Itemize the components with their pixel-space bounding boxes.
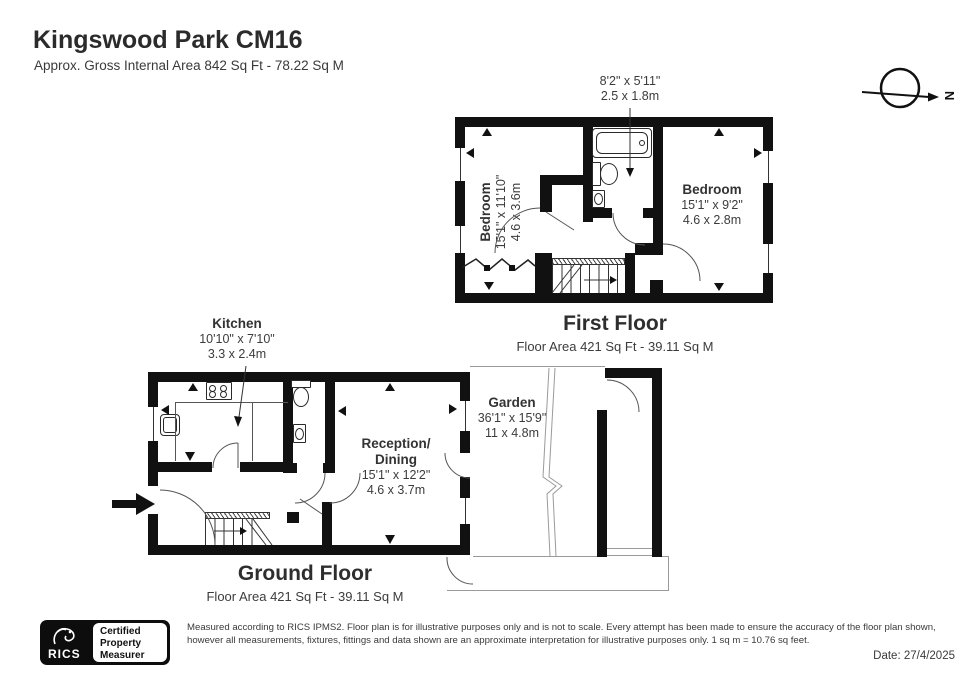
window — [763, 243, 773, 274]
wall-segment — [583, 208, 612, 218]
room-dims-imperial: 15'1" x 11'10" — [494, 174, 508, 250]
first-floor-area: Floor Area 421 Sq Ft - 39.11 Sq M — [516, 339, 714, 354]
room-dims-metric: 4.6 x 3.6m — [509, 182, 523, 242]
rics-wordmark: RICS — [48, 647, 81, 661]
outbuilding-wall — [597, 410, 607, 557]
room-name: Bedroom — [478, 182, 493, 242]
room-name: Bedroom — [682, 182, 742, 197]
room-dims-imperial: 8'2" x 5'11" — [599, 74, 661, 88]
rics-badge: RICS Certified Property Measurer — [40, 620, 170, 665]
first-floor-outline — [455, 117, 773, 303]
outbuilding-wall — [652, 368, 662, 557]
room-dims-metric: 3.3 x 2.4m — [207, 347, 267, 361]
entry-door-opening — [148, 486, 158, 514]
window — [455, 225, 465, 254]
compass-icon: N — [861, 67, 957, 109]
room-dims-metric: 11 x 4.8m — [485, 426, 539, 440]
outbuilding-wall — [605, 368, 662, 378]
room-dims-metric: 4.6 x 2.8m — [682, 213, 742, 227]
bathroom-callout-label: 8'2" x 5'11" 2.5 x 1.8m — [560, 74, 700, 104]
wall-segment — [535, 253, 552, 293]
door-arc — [606, 379, 640, 413]
window — [763, 150, 773, 184]
ground-floor-title: Ground Floor — [237, 562, 373, 585]
room-name: Garden — [488, 395, 536, 410]
wall-segment — [240, 462, 293, 472]
wall-segment — [283, 382, 293, 463]
door-arc — [446, 556, 474, 585]
kitchen-sink — [160, 414, 180, 436]
stairs — [205, 519, 255, 545]
wall-segment — [643, 208, 653, 218]
garden-boundary — [447, 590, 668, 591]
window — [460, 497, 470, 525]
counter-line — [175, 402, 176, 461]
window — [460, 400, 470, 432]
hob-burner — [220, 391, 227, 398]
wall-segment — [158, 462, 212, 472]
basin-bowl — [594, 193, 603, 205]
garden-boundary — [668, 556, 669, 591]
room-dims-metric: 4.6 x 3.7m — [366, 483, 426, 497]
counter-line — [252, 402, 253, 461]
window — [455, 147, 465, 182]
window — [148, 406, 158, 442]
wall-segment — [322, 502, 332, 555]
room-label-kitchen: Kitchen 10'10" x 7'10" 3.3 x 2.4m — [167, 316, 307, 362]
wall-segment — [653, 127, 663, 243]
garden-boundary — [662, 556, 668, 557]
toilet-bowl — [600, 163, 618, 185]
outbuilding-opening-line — [607, 548, 652, 549]
basin-bowl — [295, 428, 304, 440]
disclaimer-line: however all measurements, fixtures, fitt… — [187, 634, 810, 646]
wall-segment — [325, 382, 335, 463]
badge-line: Measurer — [100, 650, 145, 661]
room-label-bedroom-right: Bedroom 15'1" x 9'2" 4.6 x 2.8m — [642, 182, 782, 228]
wall-segment — [540, 185, 552, 212]
toilet-bowl — [293, 387, 309, 407]
rics-badge-panel: Certified Property Measurer — [93, 623, 167, 662]
room-label-bedroom-left: Bedroom 15'1" x 11'10" 4.6 x 3.6m — [478, 142, 536, 282]
stairs-handrail — [552, 258, 625, 265]
room-label-garden: Garden 36'1" x 15'9" 11 x 4.8m — [442, 395, 582, 441]
disclaimer-line: Measured according to RICS IPMS2. Floor … — [187, 622, 936, 633]
page-subtitle: Approx. Gross Internal Area 842 Sq Ft - … — [34, 58, 344, 73]
disclaimer-text: Measured according to RICS IPMS2. Floor … — [187, 622, 936, 647]
wall-segment — [323, 463, 335, 473]
wall-segment — [650, 280, 663, 293]
bathtub — [592, 128, 652, 158]
wall-segment — [635, 243, 663, 255]
wall-segment — [625, 253, 635, 293]
stairs — [552, 265, 625, 293]
badge-line: Certified — [100, 626, 141, 637]
outbuilding-opening-line — [607, 555, 652, 556]
room-name: Kitchen — [212, 316, 262, 331]
room-dims-metric: 2.5 x 1.8m — [600, 89, 660, 103]
room-name: Reception/ — [361, 436, 431, 451]
stairs-handrail — [205, 512, 270, 519]
page-title: Kingswood Park CM16 — [33, 26, 303, 54]
rics-lion-icon — [53, 627, 75, 645]
compass-north-label: N — [942, 91, 957, 100]
room-dims-imperial: 15'1" x 12'2" — [361, 468, 431, 482]
room-dims-imperial: 36'1" x 15'9" — [477, 411, 547, 425]
wall-segment — [283, 463, 297, 473]
wall-segment — [540, 175, 583, 185]
date-label: Date: 27/4/2025 — [873, 650, 955, 662]
garden-boundary — [470, 366, 605, 367]
wall-segment — [287, 512, 299, 523]
hob-burner — [209, 391, 216, 398]
wall-segment — [583, 127, 593, 222]
room-dims-imperial: 15'1" x 9'2" — [681, 198, 743, 212]
garden-boundary — [473, 556, 597, 557]
room-name: Dining — [375, 452, 417, 467]
room-label-reception: Reception/ Dining 15'1" x 12'2" 4.6 x 3.… — [326, 436, 466, 498]
counter-line — [175, 402, 288, 403]
badge-line: Property — [100, 638, 142, 649]
first-floor-title: First Floor — [563, 312, 667, 335]
ground-floor-area: Floor Area 421 Sq Ft - 39.11 Sq M — [206, 589, 404, 604]
room-dims-imperial: 10'10" x 7'10" — [199, 332, 275, 346]
